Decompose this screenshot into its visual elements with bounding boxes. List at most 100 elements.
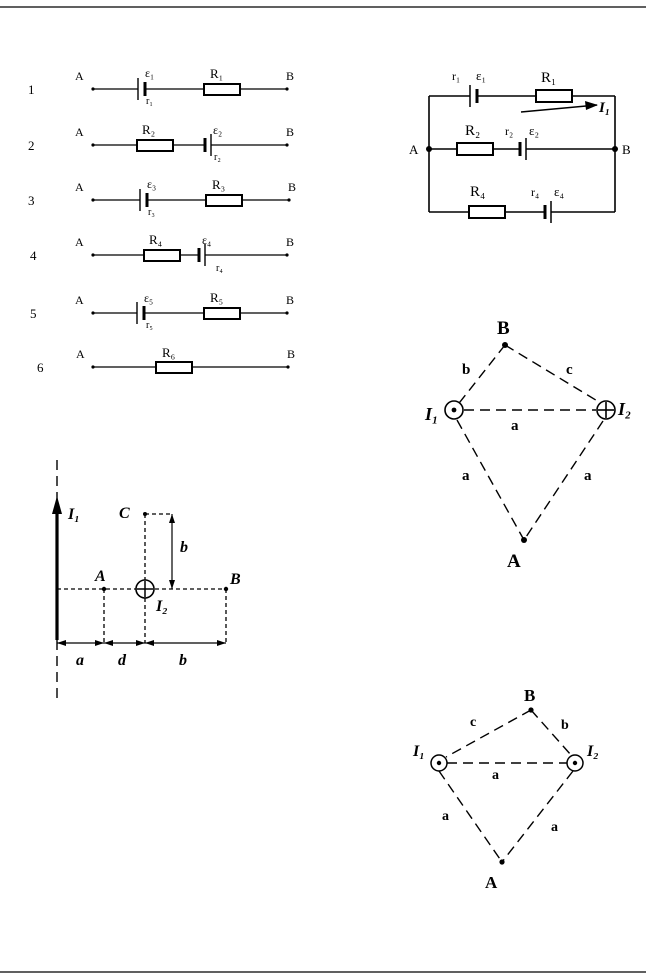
e2-label: ε₂	[529, 123, 539, 138]
point-a	[499, 859, 505, 865]
emf-label: ε₅	[144, 291, 153, 305]
circuit-row-3: 3 A B ε₃ r₃ R₃	[28, 177, 296, 218]
side-a-right-label: a	[551, 820, 558, 835]
r1-label: r₁	[452, 69, 460, 83]
row-number: 2	[28, 138, 35, 153]
point-c	[143, 512, 147, 516]
circuit-row-2: 2 A B R₂ ε₂ r₂	[28, 122, 294, 163]
node-a-label: A	[75, 69, 84, 83]
point-b-label: B	[229, 571, 241, 588]
resistor-r4	[468, 205, 506, 219]
node-b-label: B	[287, 347, 295, 361]
point-c-label: C	[119, 505, 130, 522]
r2-label: r₂	[505, 124, 513, 138]
internal-resistance-label: r₂	[214, 152, 221, 163]
current-arrow-up	[52, 496, 62, 514]
point-b	[502, 342, 508, 348]
node-b-label: B	[286, 69, 294, 83]
node-b	[612, 146, 618, 152]
resistor	[203, 83, 241, 96]
side-b-label: b	[561, 718, 569, 733]
point-b-label: B	[497, 318, 510, 339]
resistor	[143, 249, 181, 262]
resistor	[136, 139, 174, 152]
point-a	[101, 586, 107, 592]
side-a-top-label: a	[511, 418, 519, 434]
resistor-r2	[456, 142, 494, 156]
node-a-label: A	[409, 142, 419, 157]
current-i1-label: I₁	[412, 743, 425, 760]
emf-label: ε₄	[202, 233, 211, 247]
resistor	[203, 307, 241, 320]
R2-label: R₂	[465, 123, 480, 139]
resistor	[155, 361, 193, 374]
R1-label: R₁	[541, 70, 556, 86]
current-i1-label: I₁	[67, 506, 80, 523]
row-number: 4	[30, 248, 37, 263]
resistor-label: R₂	[142, 122, 155, 137]
node-a	[426, 146, 432, 152]
point-b-label: B	[524, 686, 535, 705]
node-b-label: B	[286, 125, 294, 139]
current-i2-label: I₂	[617, 399, 631, 419]
point-a-label: A	[94, 568, 106, 585]
node-a-label: A	[75, 125, 84, 139]
node-b-label: B	[286, 293, 294, 307]
node-a-label: A	[75, 180, 84, 194]
side-c-label: c	[566, 362, 573, 378]
internal-resistance-label: r₅	[146, 320, 153, 331]
point-a-label: A	[507, 551, 521, 572]
side-a-left-label: a	[462, 468, 470, 484]
internal-resistance-label: r₄	[216, 263, 223, 274]
internal-resistance-label: r₃	[148, 207, 155, 218]
emf-label: ε₃	[147, 177, 156, 191]
row-number: 1	[28, 82, 35, 97]
point-a	[521, 537, 527, 543]
dim-b-label: b	[179, 652, 187, 669]
parallel-circuit: r₁ ε₁ R₁ I₁ R₂ r₂ ε₂ R₄ r₄ ε₄ A B	[409, 68, 631, 223]
current-arrow	[520, 104, 598, 113]
side-b-label: b	[462, 362, 470, 378]
emf-label: ε₁	[145, 66, 154, 80]
e1-label: ε₁	[476, 68, 486, 83]
point-b	[223, 586, 229, 592]
node-a-label: A	[75, 293, 84, 307]
resistor-label: R₆	[162, 345, 175, 360]
circuit-row-4: 4 A B R₄ ε₄ r₄	[30, 232, 294, 274]
dim-a-label: a	[76, 652, 84, 669]
point-b	[528, 707, 534, 713]
node-a-label: A	[75, 235, 84, 249]
circuit-row-1: 1 A B ε₁ r₁ R₁	[28, 66, 294, 107]
r4-label: r₄	[531, 185, 539, 199]
current-i2-label: I₂	[155, 598, 168, 615]
side-c-label: c	[470, 715, 476, 730]
node-b-label: B	[622, 142, 631, 157]
series-circuits: 1 A B ε₁ r₁ R₁ 2 A B	[28, 66, 296, 375]
wire-triangle-2: B A I₁ I₂ c b a a a	[412, 686, 599, 892]
circuit-row-5: 5 A B ε₅ r₅ R₅	[30, 290, 294, 331]
emf-label: ε₂	[213, 123, 222, 137]
resistor-label: R₁	[210, 66, 223, 81]
side-a-left-label: a	[442, 809, 449, 824]
e4-label: ε₄	[554, 184, 564, 199]
resistor-r1	[535, 89, 573, 103]
resistor-label: R₄	[149, 232, 163, 247]
internal-resistance-label: r₁	[146, 96, 153, 107]
node-a-label: A	[76, 347, 85, 361]
resistor-label: R₅	[210, 290, 223, 305]
dim-d-label: d	[118, 652, 127, 669]
circuit-row-6: 6 A B R₆	[37, 345, 295, 375]
straight-wire-diagram: I₁ C A B I₂ b a d b	[52, 460, 241, 698]
row-number: 5	[30, 306, 37, 321]
point-a-label: A	[485, 873, 498, 892]
row-number: 3	[28, 193, 35, 208]
current-arrowhead	[585, 101, 598, 110]
side-a-right-label: a	[584, 468, 592, 484]
node-b-label: B	[286, 235, 294, 249]
row-number: 6	[37, 360, 44, 375]
current-i2-label: I₂	[586, 743, 599, 760]
node-b-label: B	[288, 180, 296, 194]
dim-b-vertical-label: b	[180, 539, 188, 556]
R4-label: R₄	[470, 184, 485, 200]
